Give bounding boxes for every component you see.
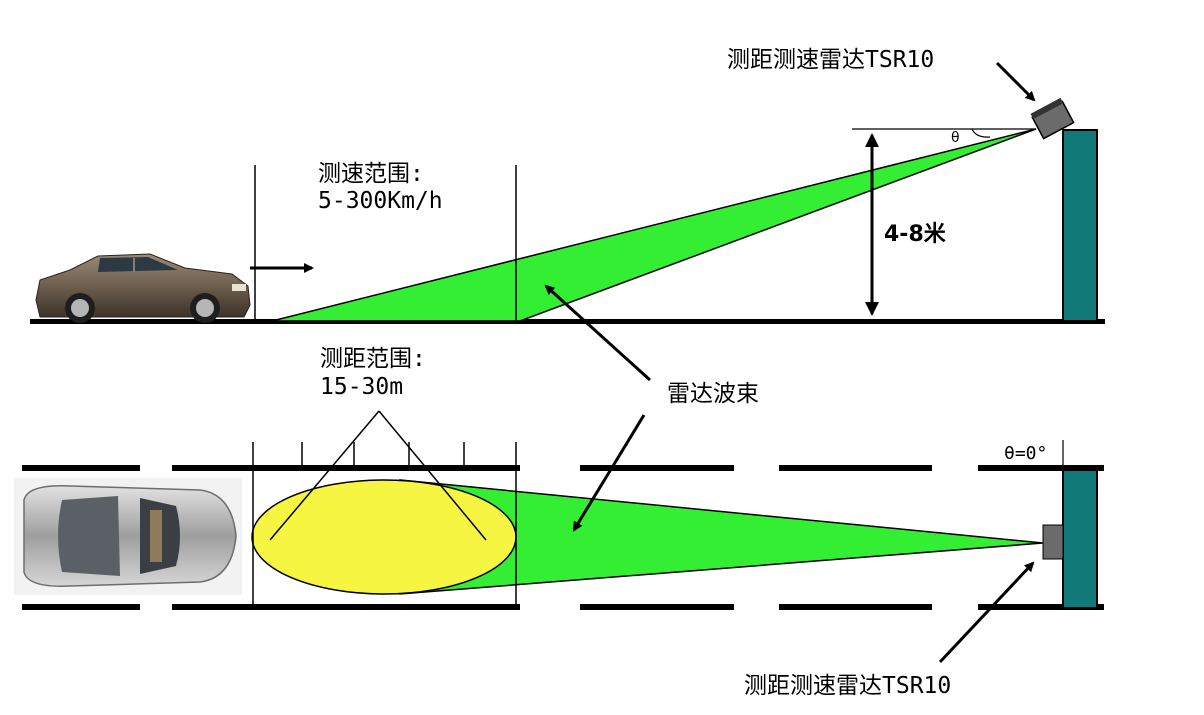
beam-pointer-upper <box>544 284 652 382</box>
radar-pole-top <box>1062 469 1098 609</box>
beam-pointer-lower <box>572 414 646 532</box>
distance-callout-left <box>269 410 380 541</box>
angle-symbol: θ <box>951 130 960 146</box>
distance-range-value: 15-30m <box>320 374 404 400</box>
range-ticks <box>301 442 465 467</box>
detection-zone <box>251 479 517 595</box>
radar-device-side <box>1030 97 1075 140</box>
radar-pole-side <box>1062 129 1098 322</box>
car-top-image <box>14 478 242 595</box>
speed-range-value: 5-300Km/h <box>318 188 443 214</box>
angle-arc <box>971 128 991 138</box>
radar-label-bottom: 测距测速雷达TSR10 <box>744 673 952 699</box>
radar-label-top: 测距测速雷达TSR10 <box>727 47 935 73</box>
distance-callout-right <box>378 410 487 541</box>
lane-markings <box>22 465 1104 610</box>
angle-zero-label: θ=0° <box>1004 443 1048 464</box>
radar-device-top <box>1042 524 1064 560</box>
speed-range-title: 测速范围: <box>318 161 424 187</box>
height-label: 4-8米 <box>884 222 946 247</box>
car-side-image <box>35 253 251 323</box>
radar-beam-side <box>271 128 1037 322</box>
radar-pointer-bottom <box>938 561 1035 664</box>
radar-pointer-top <box>995 61 1036 102</box>
distance-range-title: 测距范围: <box>320 346 426 372</box>
beam-label: 雷达波束 <box>667 381 759 407</box>
ground-line <box>30 319 1105 324</box>
